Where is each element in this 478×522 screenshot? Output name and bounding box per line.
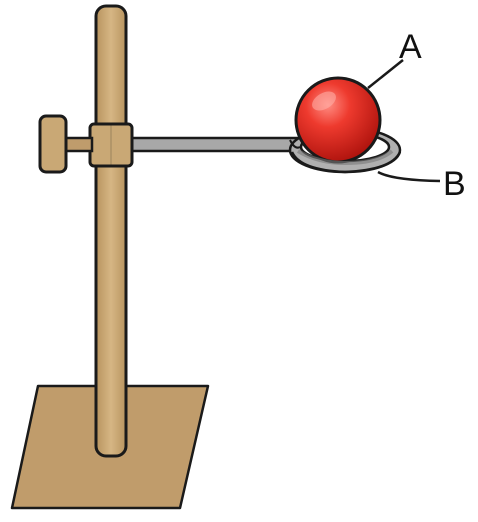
leader-line-a [367, 59, 404, 89]
support-arm [126, 136, 300, 153]
ring-front-lip [290, 151, 402, 174]
leader-line-b [377, 170, 441, 183]
ball [294, 76, 382, 164]
stand-rod [94, 4, 128, 458]
clamp-screw-knob [38, 114, 68, 174]
label-b: B [443, 165, 466, 203]
label-a: A [399, 28, 422, 66]
clamp-screw-stem [62, 136, 94, 153]
